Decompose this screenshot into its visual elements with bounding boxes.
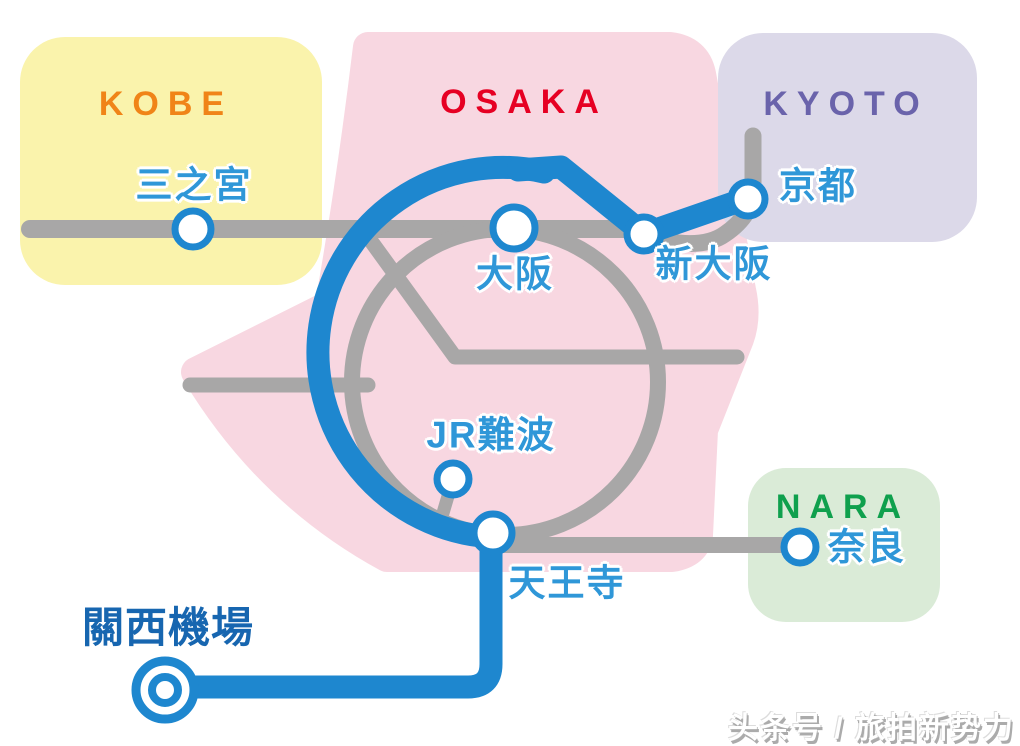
station-marker-shin-osaka <box>623 213 665 255</box>
nara-region-shape <box>748 468 940 622</box>
station-marker-sannomiya <box>171 207 215 251</box>
region-label-osaka: OSAKA <box>440 83 608 121</box>
kyoto-region-shape <box>718 33 977 242</box>
station-label-osaka: 大阪 <box>476 253 554 295</box>
kobe-region-shape <box>20 37 322 285</box>
region-label-nara: NARA <box>775 488 911 526</box>
station-label-jr-namba: JR難波 <box>426 414 556 456</box>
station-label-kyoto: 京都 <box>779 165 857 207</box>
blue-route-airport-branch <box>160 521 503 699</box>
blue-route-loop-arc <box>306 155 556 549</box>
station-marker-nara <box>780 527 820 567</box>
station-label-shin-osaka: 新大阪 <box>655 243 773 285</box>
station-label-tennoji: 天王寺 <box>508 562 626 604</box>
station-marker-tennoji <box>470 510 516 556</box>
station-marker-jr-namba <box>433 459 473 499</box>
watermark-credit: 头条号 / 旅拍新势力 <box>727 712 1015 745</box>
terminus-inner-ring-kansai-airport <box>148 673 182 707</box>
station-label-nara: 奈良 <box>828 526 906 568</box>
station-label-kansai-airport: 關西機場 <box>81 604 255 651</box>
station-marker-kyoto <box>727 178 769 220</box>
station-label-sannomiya: 三之宮 <box>135 164 253 206</box>
region-label-kobe: KOBE <box>98 85 234 123</box>
blue-route-kyoto-branch <box>506 155 760 246</box>
region-label-kyoto: KYOTO <box>763 85 929 123</box>
loop-interior-line <box>355 222 745 365</box>
station-marker-osaka <box>489 203 539 253</box>
